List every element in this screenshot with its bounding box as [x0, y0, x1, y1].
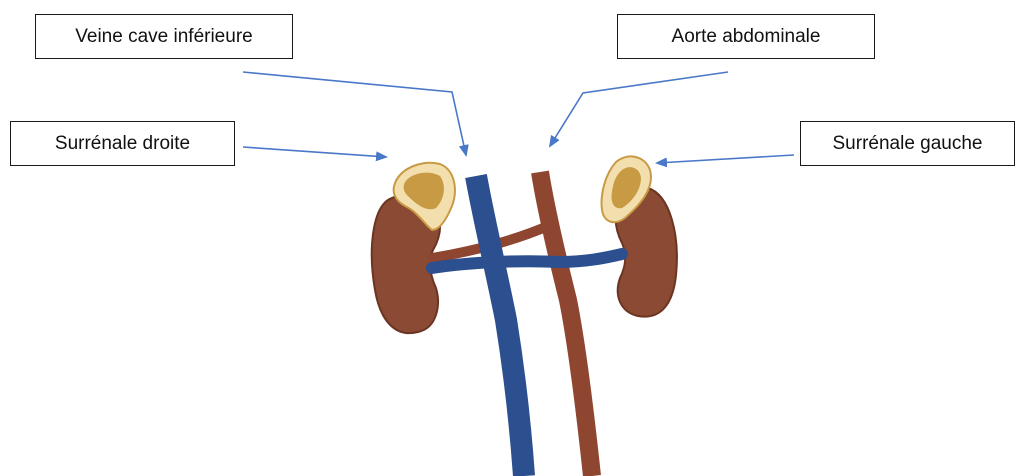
label-surrenale-gauche: Surrénale gauche	[800, 121, 1015, 166]
inferior-vena-cava	[476, 176, 524, 476]
arrow-aorte	[550, 72, 728, 146]
arrow-surrenale-gauche	[657, 155, 794, 163]
label-aorte-abdominale: Aorte abdominale	[617, 14, 875, 59]
abdominal-aorta	[540, 172, 592, 476]
label-surrenale-droite: Surrénale droite	[10, 121, 235, 166]
label-veine-cave-inferieure: Veine cave inférieure	[35, 14, 293, 59]
arrow-veine-cave	[243, 72, 466, 155]
arrow-surrenale-droite	[243, 147, 386, 157]
